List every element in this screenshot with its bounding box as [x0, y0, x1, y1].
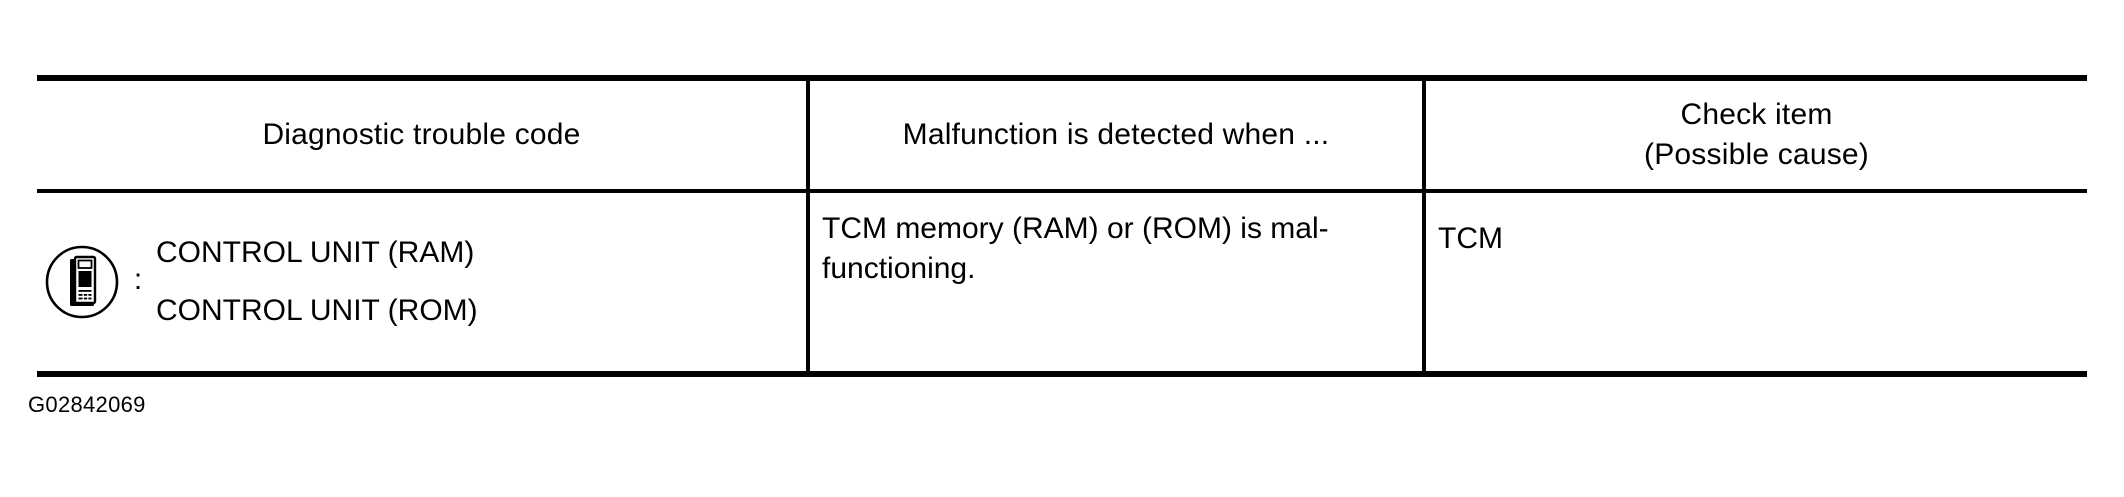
- table-header-separator: [37, 189, 2087, 193]
- table-header-row: Diagnostic trouble code Malfunction is d…: [37, 81, 2087, 189]
- column-header-diagnostic-trouble-code: Diagnostic trouble code: [37, 81, 806, 189]
- malfunction-text-line1: TCM memory (RAM) or (ROM) is mal-: [822, 212, 1329, 245]
- column-header-check-item: Check item (Possible cause): [1426, 81, 2087, 189]
- column-divider-2: [1422, 75, 1426, 377]
- column-header-label: Diagnostic trouble code: [262, 118, 581, 151]
- check-item-text: TCM: [1438, 222, 1503, 255]
- column-divider-1: [806, 75, 810, 377]
- dtc-code-ram: CONTROL UNIT (RAM): [156, 236, 475, 269]
- table-row: : CONTROL UNIT (RAM) CONTROL UNIT (ROM) …: [37, 193, 2087, 371]
- table-bottom-border: [37, 371, 2087, 377]
- table-top-border: [37, 75, 2087, 81]
- malfunction-text-line2: functioning.: [822, 252, 976, 285]
- column-header-malfunction-detected: Malfunction is detected when ...: [810, 81, 1422, 189]
- cell-check-item: TCM: [1426, 193, 2087, 371]
- icon-code-separator: :: [133, 263, 143, 296]
- column-header-label: Malfunction is detected when ...: [902, 118, 1330, 151]
- consult-scan-tool-icon: [44, 244, 120, 320]
- cell-diagnostic-trouble-code: : CONTROL UNIT (RAM) CONTROL UNIT (ROM): [37, 193, 806, 371]
- dtc-code-list: CONTROL UNIT (RAM) CONTROL UNIT (ROM): [150, 236, 806, 328]
- dtc-code-rom: CONTROL UNIT (ROM): [156, 294, 478, 327]
- column-header-label-line2: (Possible cause): [1644, 138, 1869, 171]
- column-header-label-line1: Check item: [1680, 98, 1833, 131]
- figure-reference-id: G02842069: [28, 392, 146, 417]
- cell-malfunction-description: TCM memory (RAM) or (ROM) is mal- functi…: [810, 193, 1422, 371]
